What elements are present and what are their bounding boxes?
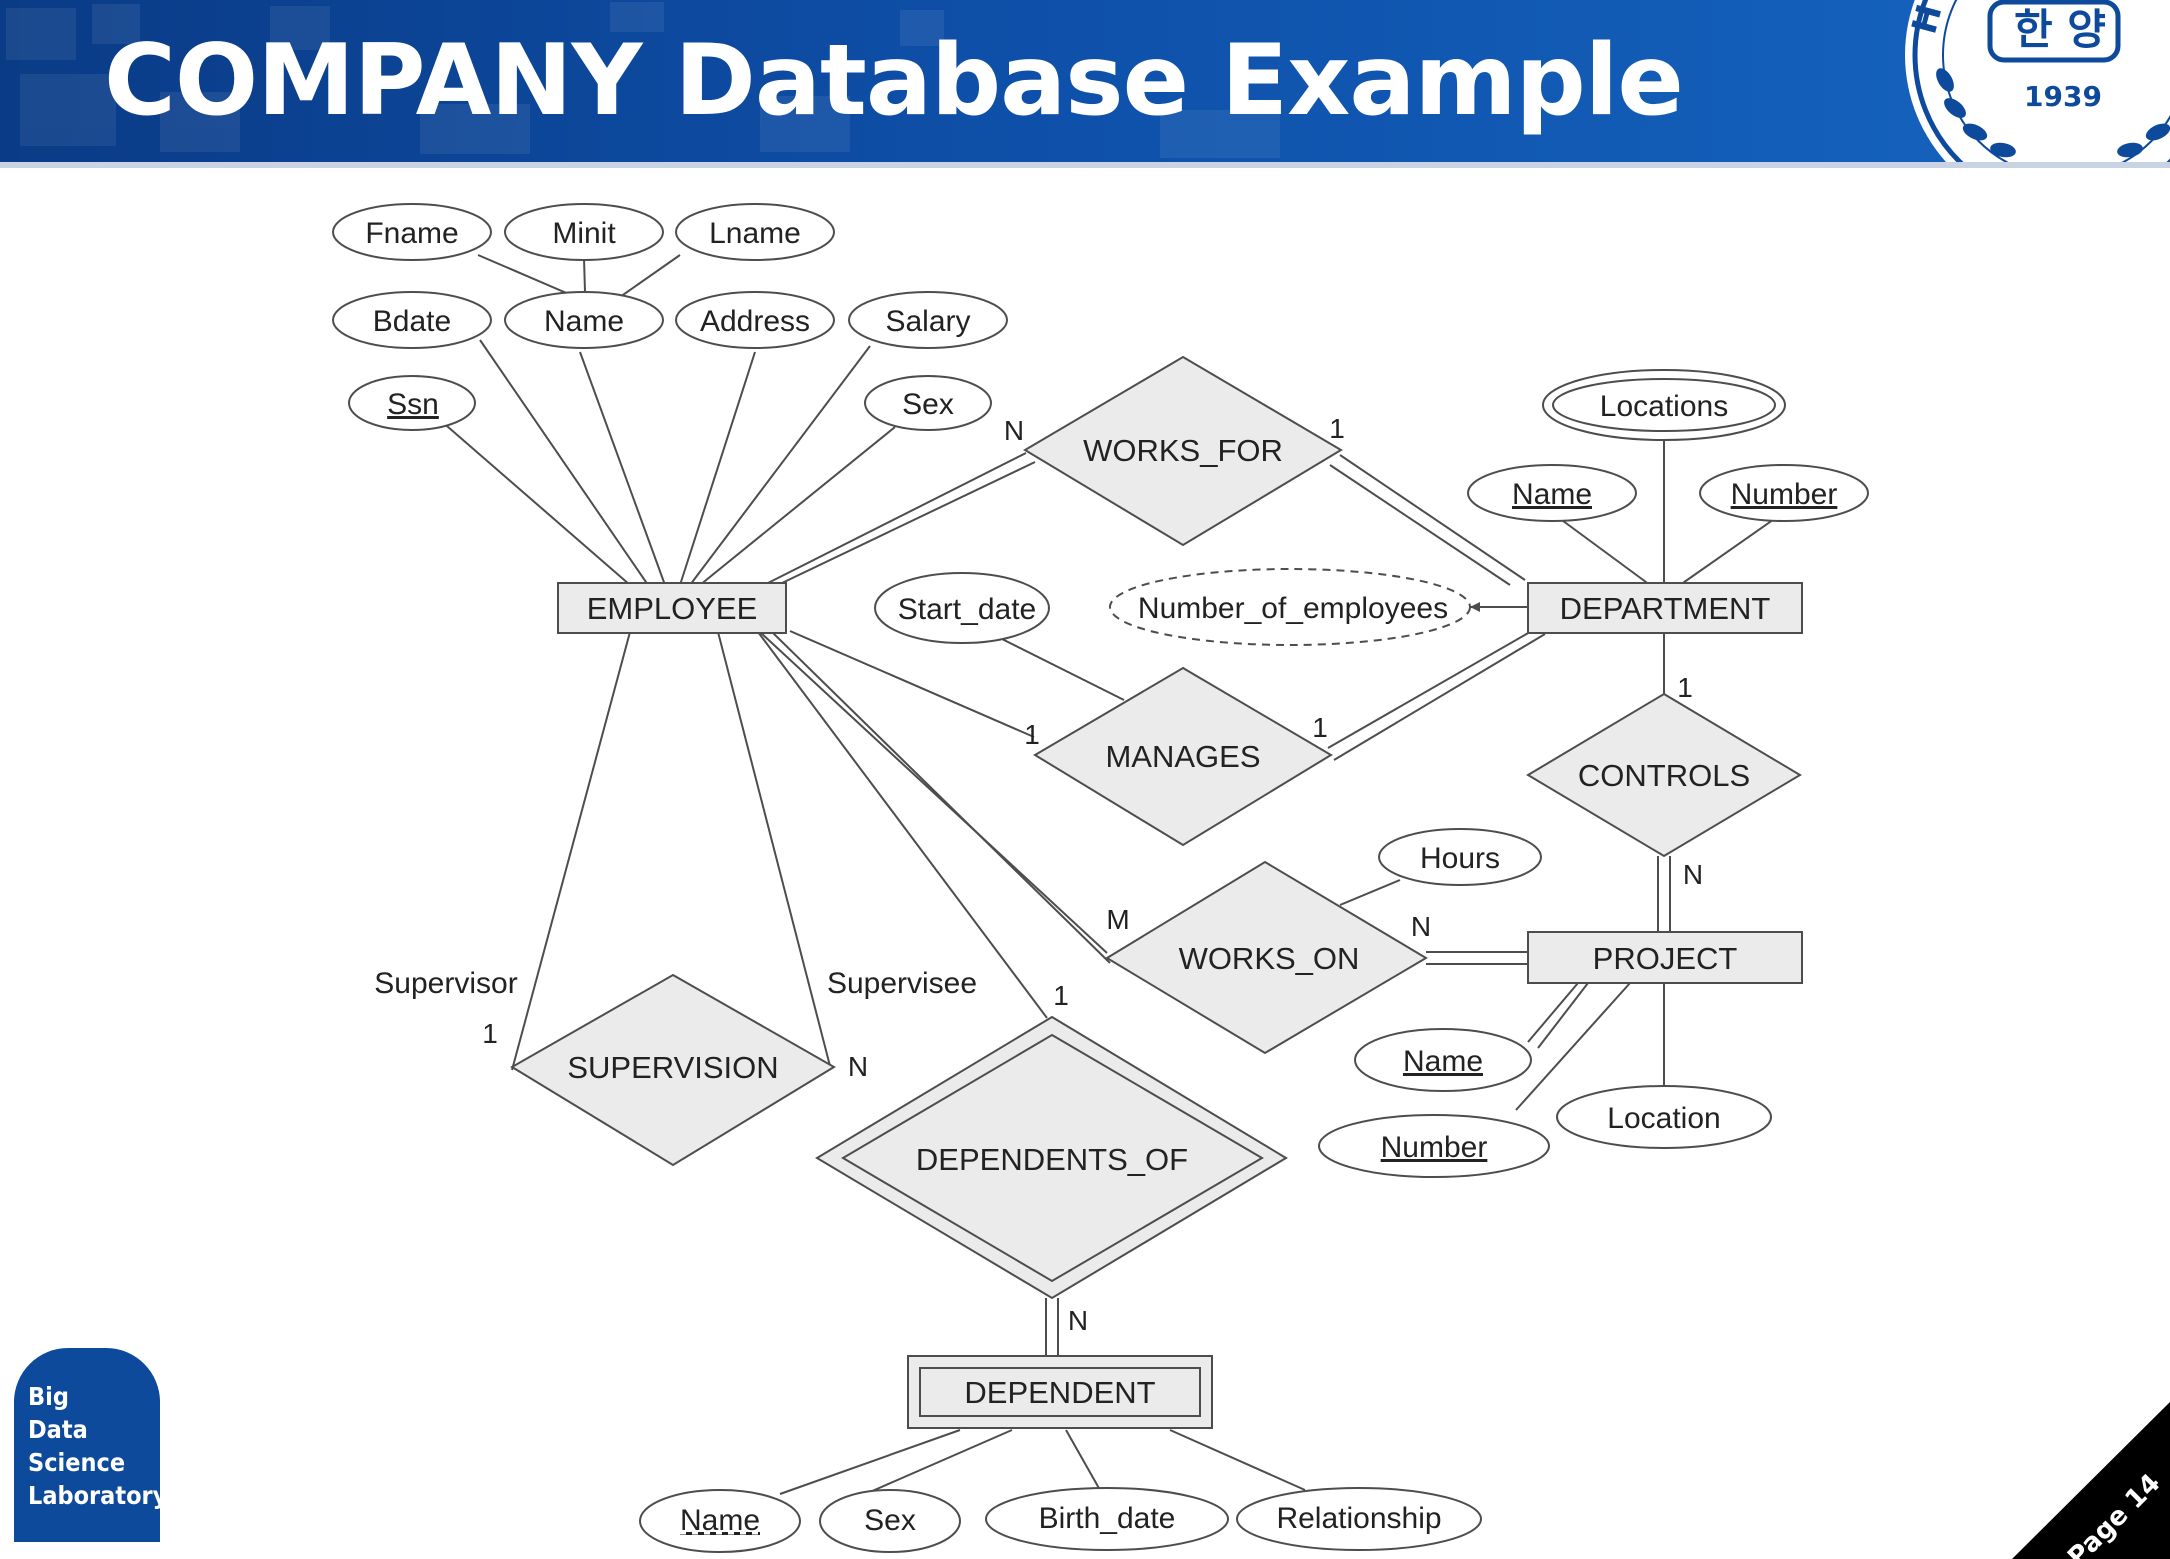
card-works-on-project: N — [1411, 911, 1431, 942]
slide-title: COMPANY Database Example — [104, 24, 1684, 138]
relationship-works-for: WORKS_FOR — [1083, 433, 1283, 468]
attr-project-location: Location — [1607, 1102, 1720, 1135]
attribute-ovals — [332, 203, 1869, 1553]
attr-employee-bdate: Bdate — [373, 305, 451, 338]
attr-manages-start-date: Start_date — [898, 593, 1036, 626]
card-controls-project: N — [1683, 859, 1703, 890]
seal-text: 한 양 — [2014, 5, 2106, 54]
attr-works-on-hours: Hours — [1420, 842, 1500, 875]
entity-boxes — [557, 582, 1803, 1429]
relationship-supervision: SUPERVISION — [567, 1050, 778, 1085]
total-participation-connectors — [759, 452, 1671, 1357]
card-manages-employee: 1 — [1024, 719, 1040, 750]
card-dependents-of-employee: 1 — [1053, 980, 1069, 1011]
attr-department-name: Name — [1512, 478, 1592, 511]
attr-employee-ssn: Ssn — [387, 388, 439, 421]
relationship-diamonds — [510, 355, 1802, 1300]
attr-employee-lname: Lname — [709, 217, 801, 250]
attr-employee-sex: Sex — [902, 388, 954, 421]
attr-project-name: Name — [1403, 1045, 1483, 1078]
card-works-on-employee: M — [1106, 904, 1129, 935]
header-pattern — [6, 2, 1280, 158]
card-dependents-of-dependent: N — [1068, 1305, 1088, 1336]
attr-employee-salary: Salary — [885, 305, 970, 338]
relationship-manages: MANAGES — [1105, 739, 1260, 774]
lab-badge-logo: Big Data Science Laboratory — [14, 1348, 168, 1542]
card-works-for-department: 1 — [1329, 413, 1345, 444]
entity-employee: EMPLOYEE — [587, 591, 758, 626]
attr-department-number-of-employees: Number_of_employees — [1138, 592, 1448, 625]
lab-badge-line: Big — [28, 1382, 69, 1411]
header-divider — [0, 162, 2170, 168]
seal-year: 1939 — [2024, 80, 2102, 113]
university-seal: 한 양 1939 H — [1904, 0, 2170, 162]
attr-employee-name: Name — [544, 305, 624, 338]
role-supervisee: Supervisee — [827, 967, 977, 1000]
attr-dependent-sex: Sex — [864, 1504, 916, 1537]
card-controls-department: 1 — [1677, 672, 1693, 703]
attr-employee-fname: Fname — [365, 217, 458, 250]
attribute-connectors — [439, 254, 1781, 1495]
attr-dependent-relationship: Relationship — [1276, 1502, 1441, 1535]
role-supervisor: Supervisor — [374, 967, 517, 1000]
card-supervision-supervisor: 1 — [482, 1018, 498, 1049]
lab-badge-line: Laboratory — [28, 1481, 168, 1510]
card-manages-department: 1 — [1312, 712, 1328, 743]
derived-attribute-arrow-icon — [1470, 602, 1480, 612]
lab-badge-line: Science — [28, 1448, 126, 1477]
entity-department: DEPARTMENT — [1560, 591, 1771, 626]
attr-department-number: Number — [1731, 478, 1838, 511]
attr-project-number: Number — [1381, 1131, 1488, 1164]
relationship-controls: CONTROLS — [1578, 758, 1750, 793]
card-supervision-supervisee: N — [848, 1051, 868, 1082]
entity-project: PROJECT — [1593, 941, 1738, 976]
lab-badge-line: Data — [28, 1415, 88, 1444]
slide-header: COMPANY Database Example — [0, 0, 2170, 162]
entity-dependent: DEPENDENT — [964, 1375, 1155, 1410]
attr-department-locations: Locations — [1600, 390, 1728, 423]
attr-employee-address: Address — [700, 305, 810, 338]
relationship-dependents-of: DEPENDENTS_OF — [916, 1142, 1188, 1177]
relationship-works-on: WORKS_ON — [1179, 941, 1360, 976]
card-works-for-employee: N — [1004, 415, 1024, 446]
attr-employee-minit: Minit — [552, 217, 616, 250]
attr-dependent-birth-date: Birth_date — [1039, 1502, 1176, 1535]
